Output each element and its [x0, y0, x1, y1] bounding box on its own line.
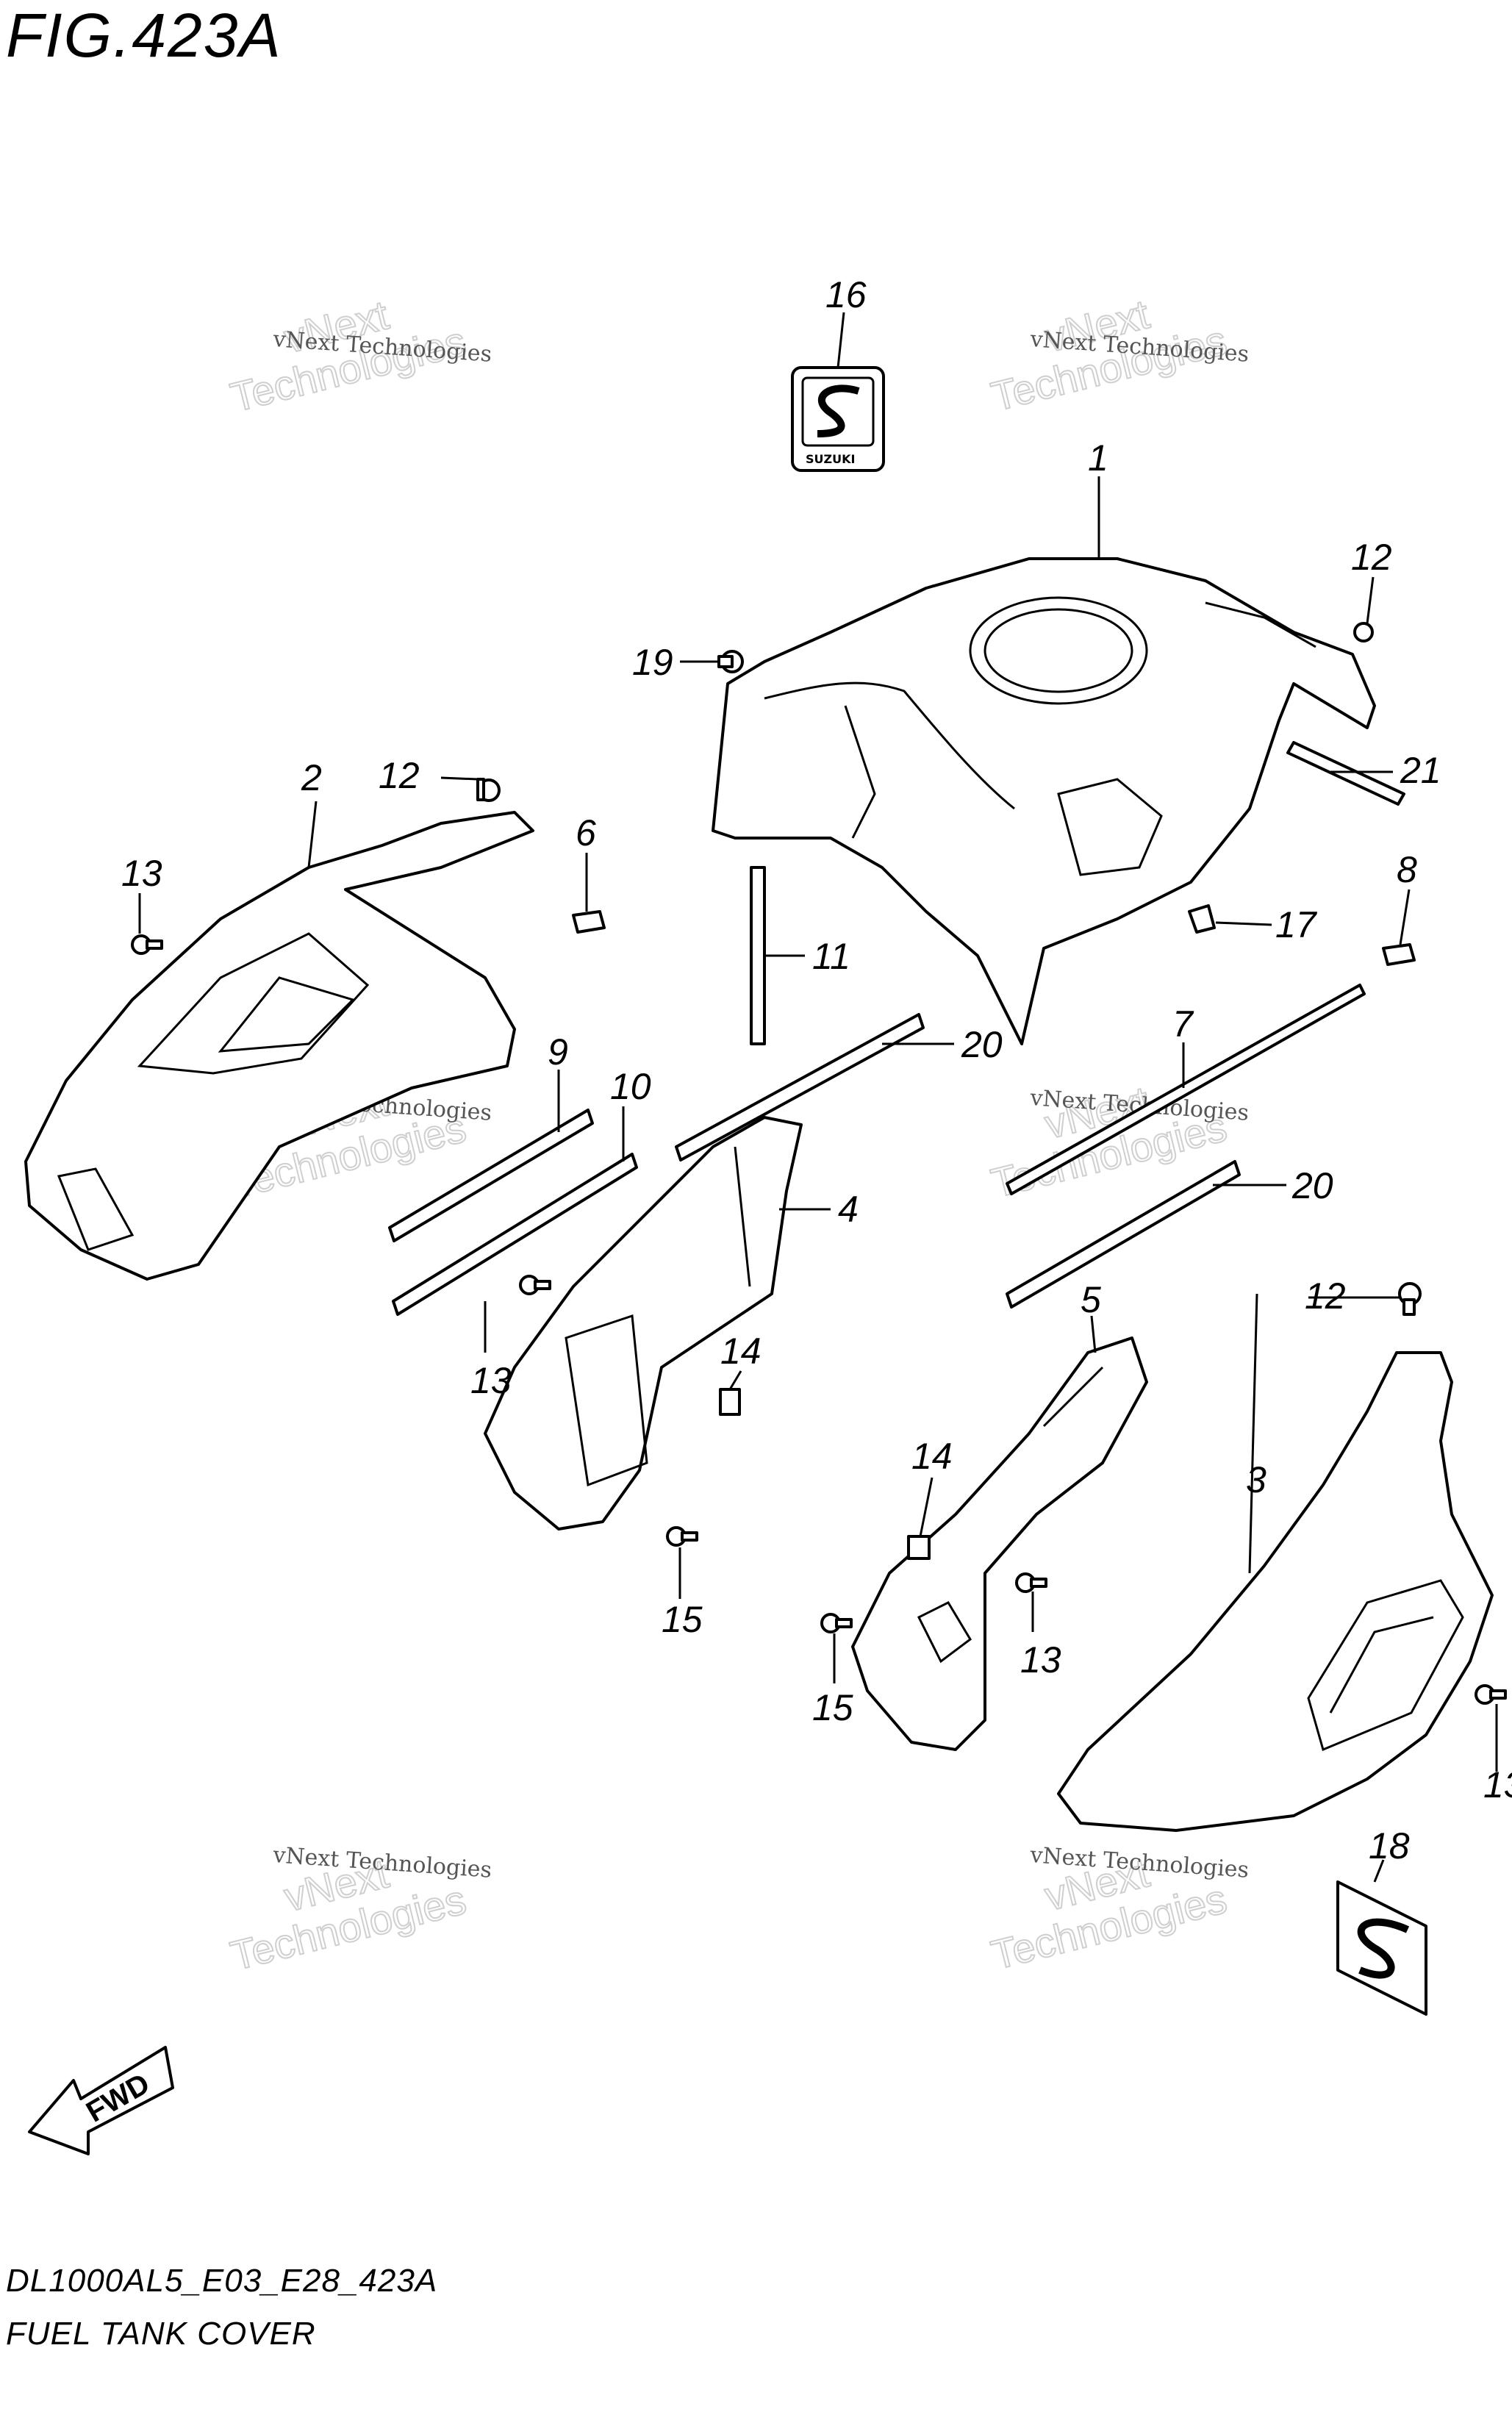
clip-14-a — [719, 1388, 741, 1416]
fastener-19 — [717, 650, 744, 673]
part-18-emblem-sticker — [1336, 1880, 1427, 2016]
callout-10: 10 — [610, 1066, 651, 1107]
callout-12-b: 12 — [1351, 537, 1392, 578]
part-2-left-side-cover — [24, 811, 534, 1281]
callout-12-a: 12 — [379, 755, 420, 796]
diagram-caption: FUEL TANK COVER — [6, 2316, 316, 2352]
callout-6: 6 — [576, 812, 596, 853]
part-11-strip — [750, 866, 766, 1045]
fastener-15-b — [820, 1613, 853, 1633]
callout-13-c: 13 — [1020, 1639, 1061, 1680]
fastener-13-c — [1015, 1572, 1047, 1593]
part-3-right-side-cover — [1057, 1351, 1494, 1832]
clip-14-b — [907, 1535, 931, 1560]
callout-14-a: 14 — [720, 1331, 762, 1372]
svg-text:SUZUKI: SUZUKI — [806, 452, 855, 466]
callout-13-b: 13 — [470, 1360, 512, 1401]
part-9-strip — [388, 1109, 594, 1242]
callout-8: 8 — [1397, 849, 1417, 890]
fastener-13-b — [519, 1275, 551, 1295]
fastener-15-a — [666, 1526, 698, 1547]
figure-title: FIG.423A — [6, 1, 282, 70]
callout-2: 2 — [301, 757, 322, 798]
callout-14-b: 14 — [911, 1436, 953, 1477]
callout-3: 3 — [1246, 1459, 1266, 1500]
callout-15-b: 15 — [812, 1687, 853, 1728]
fastener-12-b — [1353, 622, 1374, 642]
callout-5: 5 — [1081, 1279, 1101, 1320]
part-4-inner-panel-left — [484, 1116, 803, 1531]
part-8-pad — [1382, 943, 1416, 966]
watermark-bottom-right: Technologies vNext vNext Technologies — [986, 1842, 1250, 1979]
model-code: DL1000AL5_E03_E28_423A — [6, 2263, 438, 2299]
watermark-top-right: Technologies vNext vNext Technologies — [986, 290, 1250, 420]
callout-9: 9 — [548, 1031, 568, 1073]
part-21-strip — [1286, 741, 1405, 806]
callout-4: 4 — [838, 1189, 859, 1230]
callout-20-a: 20 — [961, 1024, 1003, 1065]
callout-12-c: 12 — [1305, 1275, 1346, 1317]
part-20-strip-right — [1006, 1160, 1241, 1309]
fastener-13-a — [131, 934, 163, 955]
callout-7: 7 — [1172, 1003, 1194, 1045]
clip-17 — [1188, 904, 1216, 934]
watermark-top-left: Technologies vNext vNext Technologies — [226, 290, 493, 421]
callout-13-a: 13 — [121, 853, 162, 894]
part-7-strip — [1006, 984, 1366, 1195]
callout-17: 17 — [1275, 904, 1318, 945]
fwd-arrow-icon: FWD — [28, 2046, 174, 2155]
part-20-strip-left — [675, 1013, 925, 1161]
part-10-strip — [392, 1153, 638, 1316]
fastener-12-a — [476, 778, 501, 802]
part-16-emblem: SUZUKI — [791, 366, 885, 472]
leader-lines — [138, 312, 1498, 1883]
part-6-pad — [572, 910, 606, 934]
callout-1: 1 — [1088, 437, 1108, 479]
fastener-12-c — [1398, 1282, 1422, 1316]
part-5-inner-panel-right — [851, 1336, 1148, 1751]
callout-19: 19 — [632, 642, 673, 683]
callout-11: 11 — [812, 936, 850, 977]
part-1-fuel-tank-cover — [712, 557, 1376, 1045]
callout-15-a: 15 — [662, 1599, 703, 1640]
watermark-bottom-left: Technologies vNext vNext Technologies — [226, 1842, 493, 1980]
callout-20-b: 20 — [1291, 1165, 1333, 1206]
callout-18: 18 — [1369, 1825, 1410, 1866]
fastener-13-d — [1475, 1684, 1507, 1705]
callout-16: 16 — [825, 274, 867, 315]
callout-21: 21 — [1400, 750, 1441, 791]
callout-13-d: 13 — [1483, 1764, 1512, 1805]
